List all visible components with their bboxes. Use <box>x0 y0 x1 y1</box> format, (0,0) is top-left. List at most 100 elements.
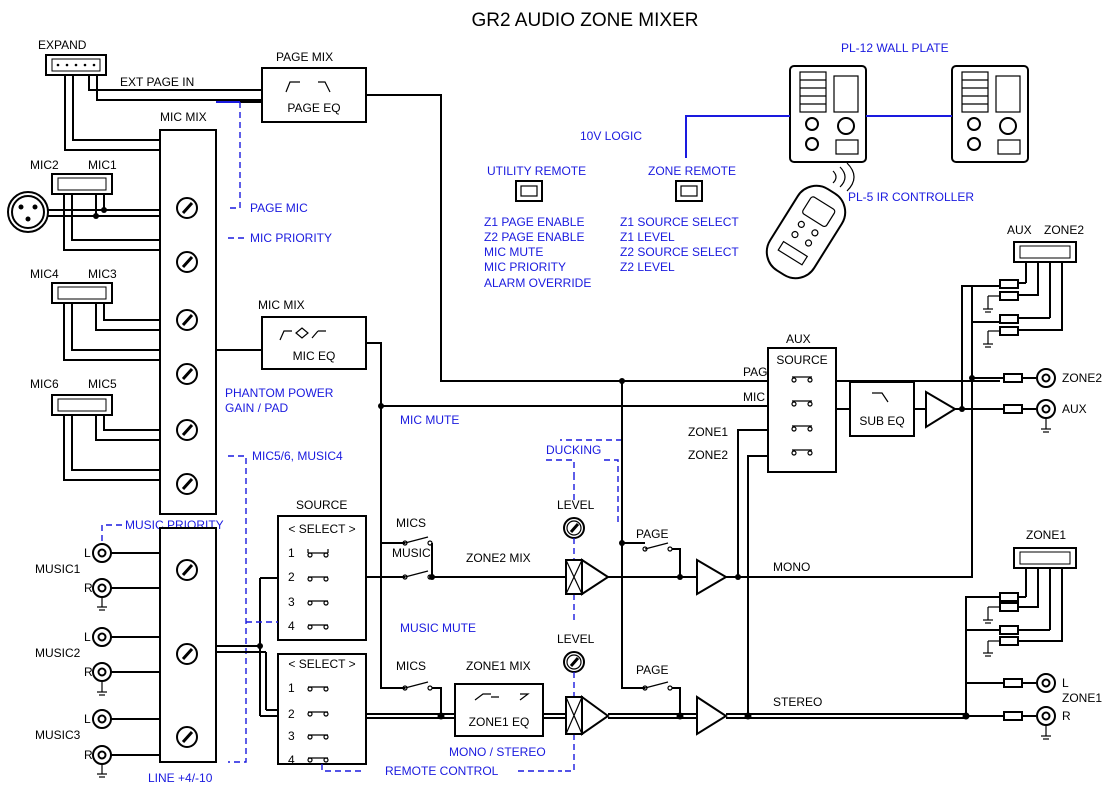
svg-text:4: 4 <box>288 619 295 633</box>
mic-eq-curve-icon <box>279 327 326 341</box>
mic2-label: MIC2 <box>30 158 59 172</box>
aux-source-label: SOURCE <box>776 353 827 367</box>
amp-z1 <box>696 695 728 736</box>
level-z2-knob[interactable] <box>563 517 585 539</box>
svg-text:MIC MUTE: MIC MUTE <box>484 245 543 259</box>
page-mix-label: PAGE MIX <box>276 50 333 64</box>
music-switch-label: MUSIC <box>392 546 431 560</box>
aux-source-block[interactable] <box>767 347 837 473</box>
select-z1-label: < SELECT > <box>288 657 355 671</box>
ir-controller-icon <box>765 184 847 280</box>
music3-r: R <box>84 748 93 762</box>
select-z2-label: < SELECT > <box>288 522 355 536</box>
mics-z2-label: MICS <box>396 516 426 530</box>
svg-text:MIC PRIORITY: MIC PRIORITY <box>484 260 566 274</box>
ducking-note: DUCKING <box>546 443 601 457</box>
source-select-z1[interactable] <box>277 653 367 765</box>
pl5-label: PL-5 IR CONTROLLER <box>848 190 974 204</box>
mic-knobs[interactable] <box>176 197 198 495</box>
source-select-z2[interactable] <box>277 515 367 641</box>
bus-zone2-label: ZONE2 <box>688 448 728 462</box>
music-rca-jacks <box>92 543 112 765</box>
svg-text:1: 1 <box>288 681 295 695</box>
mic56-connector <box>51 394 113 416</box>
utility-items: Z1 PAGE ENABLE Z2 PAGE ENABLE MIC MUTE M… <box>484 215 591 290</box>
music3-l: L <box>84 712 91 726</box>
select-switches: 1 2 3 4 1 2 3 4 <box>288 546 295 767</box>
mic-mix-top-label: MIC MIX <box>160 110 207 124</box>
music2-label: MUSIC2 <box>35 646 81 660</box>
line-knobs[interactable] <box>176 559 198 748</box>
mic-eq-label: MIC EQ <box>293 349 336 363</box>
svg-text:2: 2 <box>288 707 295 721</box>
aux-zone2-connector <box>1013 241 1077 263</box>
page-eq-block <box>261 67 367 123</box>
xlr-input-icon <box>7 191 49 233</box>
zone1-r-rca-out <box>1036 706 1056 726</box>
aux-label: AUX <box>786 332 811 346</box>
svg-text:1: 1 <box>288 546 295 560</box>
zone-items: Z1 SOURCE SELECT Z1 LEVEL Z2 SOURCE SELE… <box>620 215 739 274</box>
aux-conn-label: AUX <box>1007 223 1032 237</box>
svg-text:4: 4 <box>288 753 295 767</box>
zone1-eq-curve-icon <box>474 693 530 701</box>
level-z1-knob[interactable] <box>563 651 585 673</box>
wall-plate-2 <box>951 65 1029 163</box>
svg-text:ALARM OVERRIDE: ALARM OVERRIDE <box>484 276 591 290</box>
amp-aux <box>925 390 957 429</box>
mic-mix-strip <box>159 129 217 515</box>
expand-label: EXPAND <box>38 38 87 52</box>
diagram-title: GR2 AUDIO ZONE MIXER <box>472 10 699 31</box>
mic-mix-bus <box>366 342 405 689</box>
zone2-conn-label: ZONE2 <box>1044 223 1084 237</box>
svg-text:3: 3 <box>288 729 295 743</box>
svg-text:Z2 PAGE ENABLE: Z2 PAGE ENABLE <box>484 230 584 244</box>
utility-remote-icon <box>515 180 543 202</box>
mic-mix-mid-label: MIC MIX <box>258 298 305 312</box>
zone-remote-icon <box>675 180 703 202</box>
zone1-l-label: L <box>1062 676 1069 690</box>
phantom-note: PHANTOM POWER <box>225 386 334 400</box>
pl12-label: PL-12 WALL PLATE <box>841 41 949 55</box>
line-level-note: LINE +4/-10 <box>148 771 213 785</box>
page-eq-curve-icon <box>285 81 331 93</box>
svg-text:2: 2 <box>288 570 295 584</box>
mic56-note: MIC5/6, MUSIC4 <box>252 449 343 463</box>
bus-zone1-label: ZONE1 <box>688 425 728 439</box>
page-eq-label: PAGE EQ <box>287 101 340 115</box>
utility-remote-label: UTILITY REMOTE <box>487 164 586 178</box>
vca-z1 <box>565 695 610 736</box>
mic4-label: MIC4 <box>30 267 59 281</box>
zone1-l-rca-out <box>1036 673 1056 693</box>
page-mix-bus <box>366 94 1000 382</box>
mic5-label: MIC5 <box>88 377 117 391</box>
zone1-connector <box>1013 547 1077 569</box>
svg-text:Z2 LEVEL: Z2 LEVEL <box>620 260 675 274</box>
svg-text:Z1 SOURCE SELECT: Z1 SOURCE SELECT <box>620 215 739 229</box>
mono-stereo-note: MONO / STEREO <box>449 745 546 759</box>
music2-l: L <box>84 630 91 644</box>
svg-text:Z1 LEVEL: Z1 LEVEL <box>620 230 675 244</box>
mics-z1-label: MICS <box>396 659 426 673</box>
music1-l: L <box>84 546 91 560</box>
wall-plate-1 <box>789 65 867 163</box>
page-mic-note: PAGE MIC <box>250 201 308 215</box>
mic1-label: MIC1 <box>88 158 117 172</box>
aux-rca-out <box>1036 399 1056 419</box>
zone1-out-label: ZONE1 <box>1062 691 1102 705</box>
amp-z2 <box>696 558 728 596</box>
zone2-mix-label: ZONE2 MIX <box>466 551 531 565</box>
gain-pad-note: GAIN / PAD <box>225 401 288 415</box>
mic6-label: MIC6 <box>30 377 59 391</box>
music1-r: R <box>84 581 93 595</box>
zone1-r-label: R <box>1062 709 1071 723</box>
zone1-eq-block <box>454 683 544 737</box>
mic34-connector <box>51 282 113 304</box>
z1-switch <box>402 681 433 691</box>
zone1-mix-label: ZONE1 MIX <box>466 659 531 673</box>
music3-label: MUSIC3 <box>35 728 81 742</box>
zone2-rca-out <box>1036 368 1056 388</box>
vca-z2 <box>565 558 610 596</box>
stereo-label: STEREO <box>773 695 822 709</box>
